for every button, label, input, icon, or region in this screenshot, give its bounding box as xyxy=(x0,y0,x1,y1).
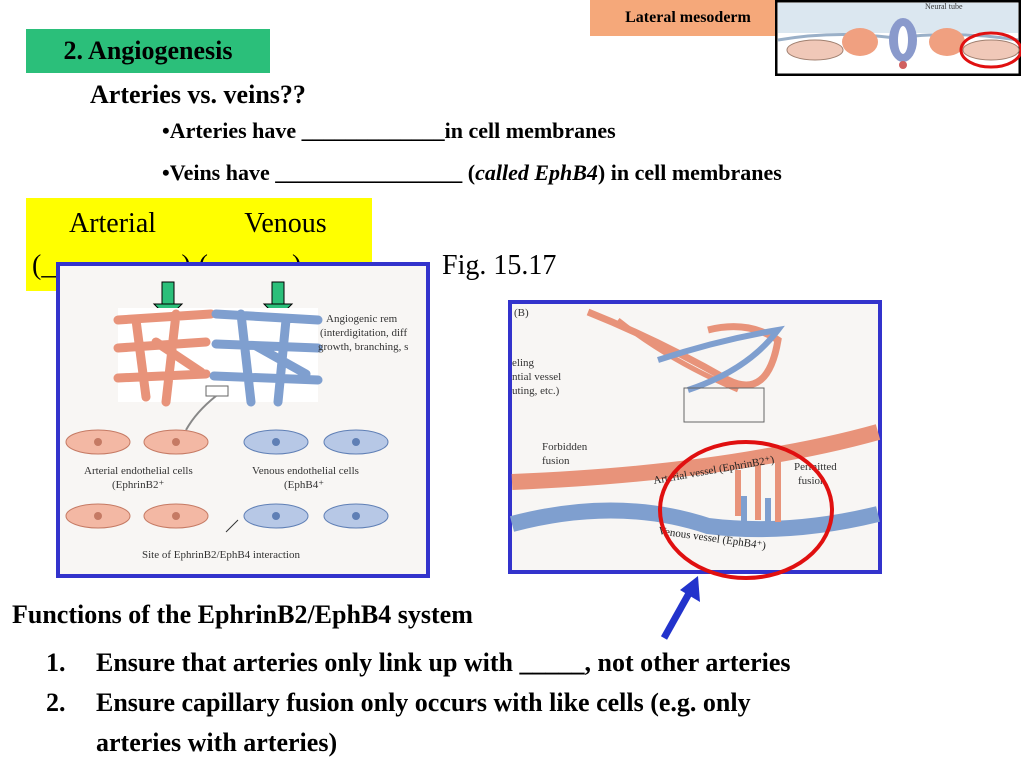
venous-vessel xyxy=(509,502,880,538)
venous-cells-row-2 xyxy=(243,503,389,529)
remodel-text-3: growth, branching, s xyxy=(318,341,408,353)
panel-b-left-3: uting, etc.) xyxy=(512,385,560,397)
arterial-marker-text: (EphrinB2⁺ xyxy=(112,479,164,491)
function-num-2: 2. xyxy=(46,688,66,717)
bullet-veins-open: ( xyxy=(462,160,476,185)
bullet-arteries-blank: _____________ xyxy=(301,118,445,143)
panel-b-left-2: ntial vessel xyxy=(512,371,561,383)
bullet-veins-post: ) in cell membranes xyxy=(597,160,782,185)
arterial-cells-row-2 xyxy=(65,503,209,529)
bullet-arteries-post: in cell membranes xyxy=(444,118,616,143)
function-text-2: Ensure capillary fusion only occurs with… xyxy=(96,688,751,717)
arterial-cells-text: Arterial endothelial cells xyxy=(84,465,193,477)
lateral-mesoderm-label: Lateral mesoderm xyxy=(590,0,786,36)
bullet-veins: •Veins have _________________ (called Ep… xyxy=(162,160,782,186)
function-item-2: 2. Ensure capillary fusion only occurs w… xyxy=(46,688,751,718)
forbidden-text-2: fusion xyxy=(542,455,570,467)
vessel-network xyxy=(113,308,323,431)
bullet-veins-blank: _________________ xyxy=(275,160,463,185)
remodel-text-2: (interdigitation, diff xyxy=(320,327,408,339)
arterial-label: Arterial xyxy=(68,208,157,239)
interaction-site-text: Site of EphrinB2/EphB4 interaction xyxy=(142,549,300,561)
figure-label: Fig. 15.17 xyxy=(442,250,557,281)
bullet-arteries-pre: •Arteries have xyxy=(162,118,302,143)
lateral-mesoderm-text: Lateral mesoderm xyxy=(625,9,751,26)
venous-label: Venous xyxy=(244,208,327,239)
venous-cells-row-1 xyxy=(243,429,389,455)
slide-subtitle: Arteries vs. veins?? xyxy=(90,80,306,109)
functions-heading: Functions of the EphrinB2/EphB4 system xyxy=(12,600,473,629)
highlight-circle xyxy=(658,440,834,580)
vessel-network-b xyxy=(586,308,785,423)
neural-tube-diagram: Neural tube xyxy=(774,0,1023,77)
function-text-1: Ensure that arteries only link up with _… xyxy=(96,648,791,677)
figure-a: Angiogenic rem (interdigitation, diff gr… xyxy=(56,262,430,578)
forbidden-text-1: Forbidden xyxy=(542,441,588,453)
bullet-veins-pre: •Veins have xyxy=(162,160,276,185)
panel-b-label: (B) xyxy=(514,307,529,319)
pointer-arrow xyxy=(660,576,700,640)
arterial-vessel xyxy=(511,424,881,490)
arterial-cells-row-1 xyxy=(65,429,209,455)
slide-title-box: 2. Angiogenesis xyxy=(26,29,270,73)
function-text-2-continued: arteries with arteries) xyxy=(96,728,338,757)
slide-title: 2. Angiogenesis xyxy=(63,36,233,65)
function-item-1: 1. Ensure that arteries only link up wit… xyxy=(46,648,791,678)
panel-b-left-1: eling xyxy=(512,357,534,369)
remodel-text-1: Angiogenic rem xyxy=(326,313,398,325)
neural-tube-label: Neural tube xyxy=(925,2,963,11)
bullet-veins-italic: called EphB4 xyxy=(475,160,598,185)
venous-cells-text: Venous endothelial cells xyxy=(252,465,359,477)
figure-b: (B) eling ntial vessel uting, etc.) Forb… xyxy=(508,300,882,574)
highlight-overlay xyxy=(640,440,840,650)
bullet-arteries: •Arteries have _____________in cell memb… xyxy=(162,118,616,144)
function-num-1: 1. xyxy=(46,648,66,677)
venous-marker-text: (EphB4⁺ xyxy=(284,479,324,491)
permitted-text-2: fusion xyxy=(798,475,826,487)
permitted-text-1: Permitted xyxy=(794,461,837,473)
